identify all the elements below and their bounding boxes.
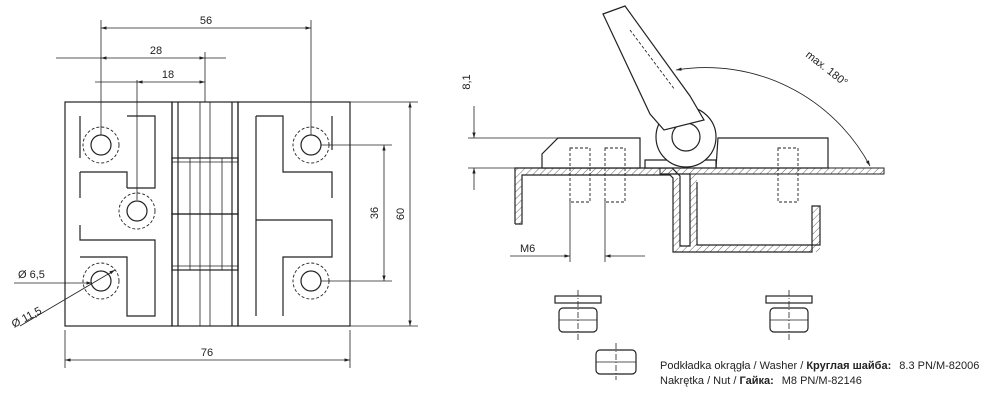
dim-56: 56 <box>200 15 212 27</box>
right-leaf <box>237 101 351 327</box>
washer-line: Podkładka okrągła / Washer / Круглая шай… <box>660 360 979 372</box>
angle-max-180: max. 180° <box>803 49 850 89</box>
washer-value: 8.3 PN/M-82006 <box>899 360 979 372</box>
nut-ru: Гайка: <box>739 375 773 387</box>
nut-value: M8 PN/M-82146 <box>782 375 862 387</box>
hinge-base-left <box>541 137 641 169</box>
hole-middle-left <box>118 192 156 230</box>
left-leaf <box>64 101 173 327</box>
dim-60: 60 <box>395 208 407 220</box>
nut-prefix: Nakrętka / Nut / <box>660 375 739 387</box>
dia-11-5: Ø 11,5 <box>10 305 44 331</box>
dim-36: 36 <box>369 207 381 219</box>
front-dimensions: 56 28 18 36 60 76 Ø 6,5 Ø 11,5 <box>10 15 418 368</box>
washer-ru: Круглая шайба: <box>806 360 891 372</box>
dia-6-5: Ø 6,5 <box>18 269 45 281</box>
hinge-front-view <box>64 101 351 327</box>
fasteners <box>554 290 813 380</box>
dim-8-1: 8,1 <box>461 74 473 89</box>
fastener-legend: Podkładka okrągła / Washer / Круглая шай… <box>660 360 979 387</box>
dim-m6: M6 <box>520 243 535 255</box>
nut-line: Nakrętka / Nut / Гайка: M8 PN/M-82146 <box>660 375 862 387</box>
dim-28: 28 <box>150 45 162 57</box>
washer-prefix: Podkładka okrągła / Washer / <box>660 360 806 372</box>
hinge-section-view: 8,1 max. 180° M6 <box>461 5 885 262</box>
hinge-base-right <box>715 137 829 169</box>
dim-76: 76 <box>201 347 213 359</box>
hole-bottom-left <box>82 262 120 300</box>
dim-18: 18 <box>162 69 174 81</box>
